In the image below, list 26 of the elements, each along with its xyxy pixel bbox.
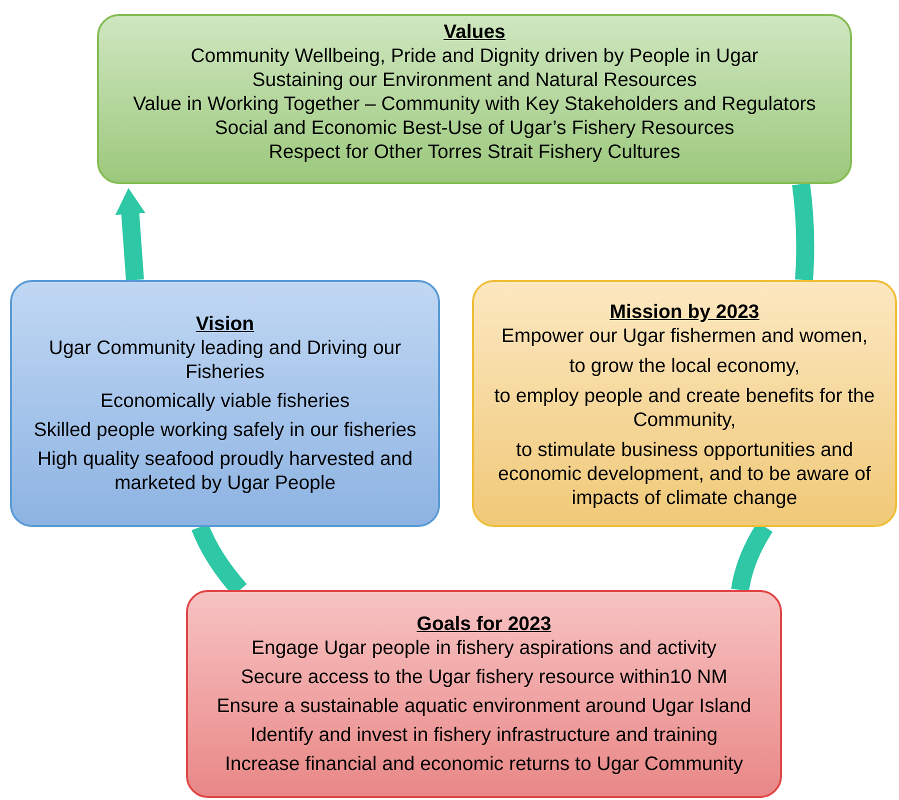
cycle-arrow — [115, 188, 146, 281]
statement-text: Ensure a sustainable aquatic environment around Ugar Island — [216, 694, 752, 718]
statement-text: to grow the local economy, — [569, 354, 800, 378]
statement-text: Secure access to the Ugar fishery resource within10 NM — [240, 665, 728, 689]
box-heading: Vision — [196, 312, 254, 336]
statement-text: Value in Working Together – Community with Key Stakeholders and Regulators — [133, 92, 816, 116]
box-heading: Values — [444, 20, 506, 44]
statement-text: High quality seafood proudly harvested and marketed by Ugar People — [36, 447, 414, 495]
statement-text: Economically viable fisheries — [100, 389, 350, 413]
statement-text: Identify and invest in fishery infrastructure and training — [250, 723, 718, 747]
statement-box — [97, 14, 852, 184]
statement-text: Increase financial and economic returns to Ugar Community — [224, 752, 744, 776]
box-heading: Goals for 2023 — [416, 612, 552, 636]
statement-text: Empower our Ugar fishermen and women, — [501, 324, 868, 348]
box-heading: Mission by 2023 — [610, 300, 760, 324]
statement-text: Skilled people working safely in our fisheries — [34, 418, 416, 442]
statement-text: Community Wellbeing, Pride and Dignity driven by People in Ugar — [190, 44, 758, 68]
statement-text: Engage Ugar people in fishery aspirations and activity — [251, 636, 717, 660]
statement-text: Respect for Other Torres Strait Fishery Cultures — [268, 140, 680, 164]
statement-text: Ugar Community leading and Driving our Fisheries — [48, 336, 402, 384]
statement-text: Social and Economic Best-Use of Ugar’s Fishery Resources — [214, 116, 734, 140]
statement-text: to stimulate business opportunities and economic development, and to be aware of impacts of climate change — [497, 438, 872, 510]
statement-box — [472, 280, 897, 527]
statement-box — [186, 590, 782, 798]
statement-text: Sustaining our Environment and Natural Resources — [252, 68, 697, 92]
statement-box — [10, 280, 440, 527]
